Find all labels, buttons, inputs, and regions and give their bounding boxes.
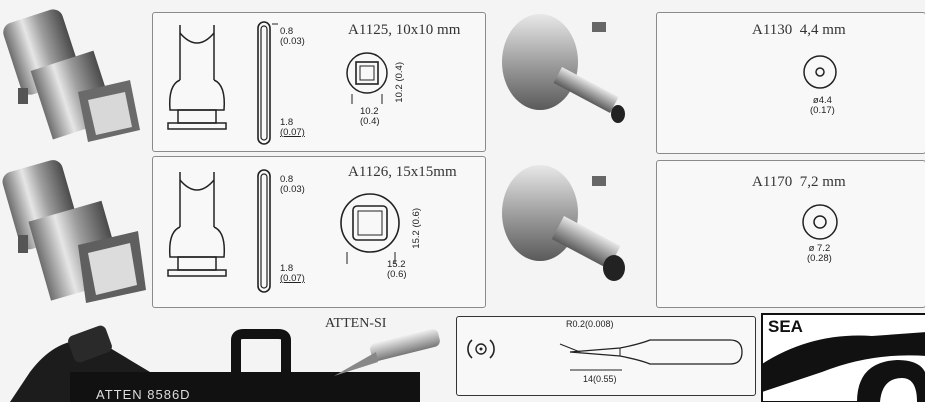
- soldering-station-photo: [10, 325, 420, 402]
- tip-radius-dimension: R0.2(0.008): [566, 319, 614, 329]
- nozzle-spec-panel-a1126: [152, 156, 486, 308]
- round-outlet-icon-2: [802, 204, 838, 240]
- round-nozzle-title-a1170: A1170 7,2 mm: [752, 174, 846, 190]
- tip-end-view-icon: [467, 339, 495, 359]
- round-nozzle-title-a1130: A1130 4,4 mm: [752, 22, 846, 38]
- outlet-side-dimension-2: 15.2 (0.6): [411, 208, 422, 249]
- slot-top-dimension-2: 0.8(0.03): [280, 174, 305, 195]
- nozzle-title-a1125: A1125, 10x10 mm: [348, 22, 461, 38]
- round-nozzle-panel-a1170: [656, 160, 925, 308]
- round-outlet-diameter-2: ø 7.2(0.28): [807, 243, 832, 264]
- tip-profile-icon: [559, 339, 743, 371]
- outlet-width-dimension-2: 15.2(0.6): [387, 259, 407, 280]
- sea-logo-text: SEA: [768, 317, 803, 336]
- slot-profile-icon: [257, 21, 278, 145]
- nozzle-side-view-icon: [167, 25, 227, 130]
- outlet-width-dimension: 10.2(0.4): [360, 106, 380, 127]
- outlet-side-dimension: 10.2 (0.4): [394, 62, 405, 103]
- square-outlet-icon-2: [340, 193, 400, 264]
- round-outlet-diameter: ø4.4(0.17): [810, 95, 835, 116]
- nozzle-spec-panel-a1125: [152, 12, 486, 152]
- soldering-tip-photo: [334, 329, 440, 376]
- nozzle-side-view-icon-2: [167, 172, 227, 277]
- slot-bottom-dimension: 1.8(0.07): [280, 117, 305, 138]
- slot-bottom-dimension-2: 1.8(0.07): [280, 263, 305, 284]
- round-nozzle-photo-2: [502, 165, 625, 281]
- tip-label: ATTEN-SI: [325, 316, 387, 331]
- nozzle-title-a1126: A1126, 15x15mm: [348, 164, 457, 180]
- station-brand-label: ATTEN 8586D: [96, 387, 191, 402]
- round-nozzle-photo-1: [502, 14, 625, 123]
- tip-spec-panel: [456, 316, 756, 396]
- square-outlet-icon: [346, 52, 388, 104]
- round-outlet-icon: [803, 55, 837, 89]
- round-nozzle-panel-a1130: [656, 12, 925, 154]
- slot-top-dimension: 0.8(0.03): [280, 26, 305, 47]
- slot-profile-icon-2: [257, 169, 271, 293]
- square-nozzle-photo-1: [3, 9, 140, 142]
- square-nozzle-photo-2: [2, 160, 146, 303]
- sea-logo: [761, 313, 925, 402]
- tip-length-dimension: 14(0.55): [583, 374, 617, 384]
